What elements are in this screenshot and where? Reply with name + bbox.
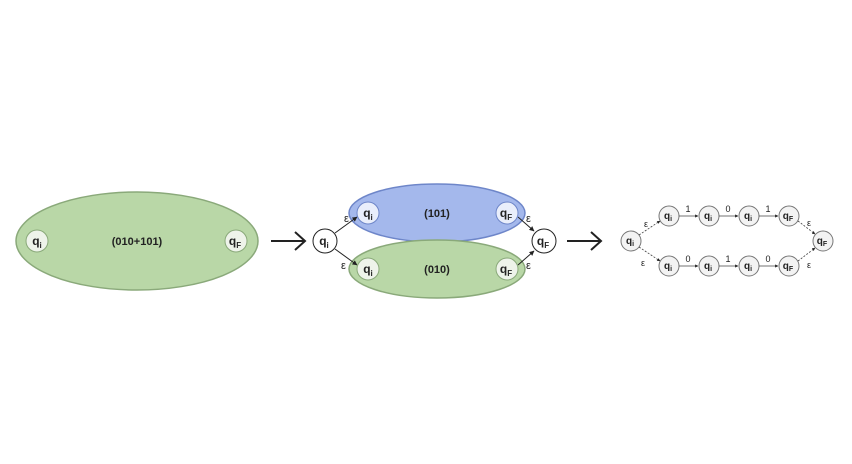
- epsilon-edge: [638, 220, 661, 236]
- transition-symbol: 0: [765, 254, 770, 264]
- lower-expression-label: (010): [424, 264, 450, 276]
- transition-symbol: 1: [685, 204, 690, 214]
- epsilon-edge: [638, 246, 661, 262]
- lower-path-state-final: qF: [778, 255, 800, 277]
- transition-symbol: 1: [765, 204, 770, 214]
- right-arrow-icon: [271, 231, 307, 251]
- lower-machine-ellipse: [348, 239, 526, 299]
- state-q-end: qF: [812, 230, 834, 252]
- svg-text:qi: qi: [363, 206, 373, 222]
- lower-state-q-initial: qi: [356, 257, 380, 281]
- svg-text:qF: qF: [229, 234, 241, 250]
- svg-text:qi: qi: [744, 211, 752, 223]
- state-q-start: qi: [620, 230, 642, 252]
- lower-path-state: qi: [698, 255, 720, 277]
- epsilon-edge: [334, 248, 358, 266]
- epsilon-label: ε: [341, 260, 346, 272]
- state-q-initial: qi: [25, 229, 49, 253]
- machine-expression-label: (010+101): [112, 236, 163, 248]
- svg-text:qi: qi: [664, 211, 672, 223]
- lower-path-state: qi: [658, 255, 680, 277]
- svg-text:qF: qF: [783, 211, 794, 223]
- epsilon-edge: [334, 216, 358, 234]
- epsilon-edge: [517, 250, 535, 266]
- upper-expression-label: (101): [424, 208, 450, 220]
- svg-text:qF: qF: [537, 234, 549, 250]
- upper-path-state-final: qF: [778, 205, 800, 227]
- state-q-final: qF: [224, 229, 248, 253]
- upper-path-state: qi: [698, 205, 720, 227]
- transition-symbol: 1: [725, 254, 730, 264]
- epsilon-label: ε: [641, 258, 645, 268]
- panel-2-union-split: qi qF ε ε ε ε qi (101) qF: [312, 183, 557, 299]
- panel-1-single-machine: qi (010+101) qF: [15, 191, 259, 291]
- svg-text:qi: qi: [704, 261, 712, 273]
- lower-path-state: qi: [738, 255, 760, 277]
- upper-path-state: qi: [658, 205, 680, 227]
- epsilon-label: ε: [344, 213, 349, 225]
- upper-path-state: qi: [738, 205, 760, 227]
- epsilon-edge: [517, 216, 535, 232]
- epsilon-label: ε: [526, 213, 531, 225]
- state-q-start: qi: [312, 228, 338, 254]
- svg-text:qF: qF: [817, 236, 828, 248]
- svg-text:qF: qF: [783, 261, 794, 273]
- state-q-end: qF: [531, 228, 557, 254]
- machine-ellipse: [15, 191, 259, 291]
- upper-state-q-initial: qi: [356, 201, 380, 225]
- svg-text:qi: qi: [319, 234, 329, 250]
- svg-text:qi: qi: [744, 261, 752, 273]
- epsilon-label: ε: [644, 219, 648, 229]
- transition-symbol: 0: [725, 204, 730, 214]
- epsilon-label: ε: [807, 218, 811, 228]
- right-arrow-icon: [567, 231, 603, 251]
- svg-text:qF: qF: [500, 206, 512, 222]
- svg-text:qi: qi: [363, 262, 373, 278]
- svg-text:qF: qF: [500, 262, 512, 278]
- epsilon-label: ε: [526, 260, 531, 272]
- svg-text:qi: qi: [704, 211, 712, 223]
- transition-symbol: 0: [685, 254, 690, 264]
- svg-text:qi: qi: [32, 234, 42, 250]
- epsilon-edge: [797, 247, 816, 262]
- svg-text:qi: qi: [626, 236, 634, 248]
- epsilon-edge: [797, 220, 816, 235]
- lower-state-q-final: qF: [495, 257, 519, 281]
- upper-state-q-final: qF: [495, 201, 519, 225]
- panel-3-expanded-nfa: qi qF qi qi qi qF qi: [620, 204, 834, 277]
- svg-text:qi: qi: [664, 261, 672, 273]
- epsilon-label: ε: [807, 260, 811, 270]
